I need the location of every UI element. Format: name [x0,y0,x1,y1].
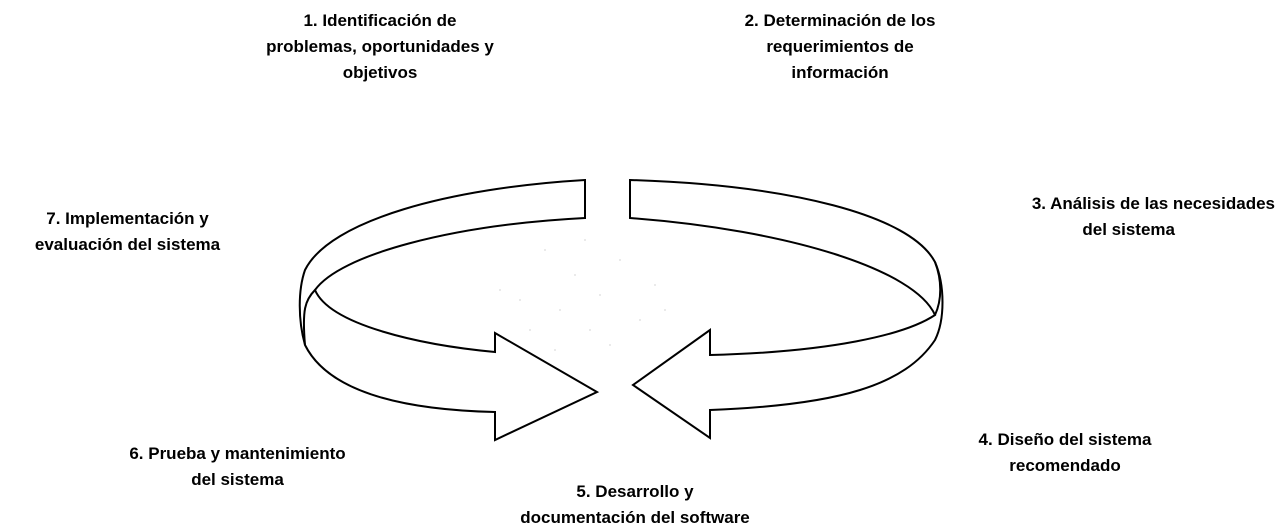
step-3-line-2: del sistema [1082,220,1175,239]
step-4-line-2: recomendado [1009,456,1121,475]
step-2-line-1: 2. Determinación de los [744,11,936,30]
step-6-label: 6. Prueba y mantenimiento del sistema [100,441,375,493]
right-arrow-band [629,178,944,440]
step-6-line-2: del sistema [191,470,284,489]
step-3-label: 3. Análisis de las necesidades del siste… [945,191,1275,243]
step-4-line-1: 4. Diseño del sistema [978,430,1152,449]
step-7-label: 7. Implementación y evaluación del siste… [5,206,250,258]
center-shading [499,239,666,351]
step-5-label: 5. Desarrollo y documentación del softwa… [470,479,800,531]
step-2-line-3: información [791,63,889,82]
step-5-line-2: documentación del software [520,508,750,527]
step-5-line-1: 5. Desarrollo y [576,482,694,501]
step-7-line-2: evaluación del sistema [34,235,221,254]
step-1-line-1: 1. Identificación de [303,11,457,30]
left-arrow-band [298,178,600,442]
left-band-inner-edge [302,289,316,346]
step-3-line-1: 3. Análisis de las necesidades [1031,194,1275,213]
step-2-label: 2. Determinación de los requerimientos d… [690,8,990,86]
step-2-line-2: requerimientos de [766,37,914,56]
right-band-inner-edge [934,261,942,316]
step-1-line-3: objetivos [342,63,418,82]
step-6-line-1: 6. Prueba y mantenimiento [129,444,346,463]
step-1-line-2: problemas, oportunidades y [266,37,494,56]
step-7-line-1: 7. Implementación y [46,209,209,228]
step-1-label: 1. Identificación de problemas, oportuni… [215,8,545,86]
step-4-label: 4. Diseño del sistema recomendado [960,427,1170,479]
